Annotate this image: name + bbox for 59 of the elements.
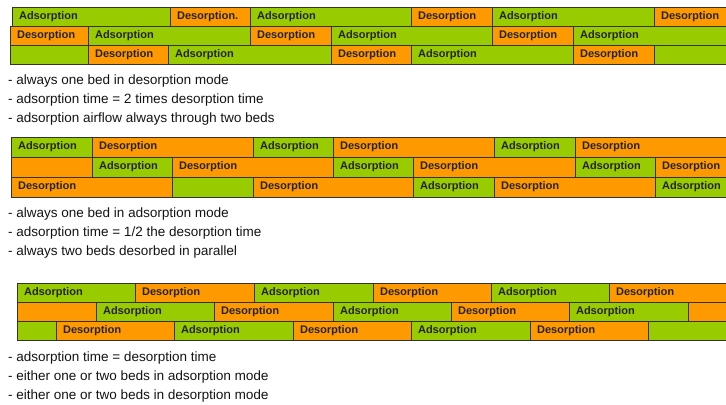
timeline-cell: Desorption [573,45,655,65]
timeline-cell: Adsorption [17,283,136,303]
timeline-cell: Desorption [492,26,574,46]
timeline-cell: Desorption [214,302,334,322]
timeline-cell: Desorption [411,7,493,27]
timeline-cell: Desorption [451,302,570,322]
timeline-cell: Adsorption [491,283,610,303]
timeline-cell: Adsorption [494,137,576,158]
timeline-cell: Desorption [494,177,656,198]
note-text: - always one bed in adsorption mode [8,205,229,220]
timeline-cell: Desorption [172,157,334,178]
timeline-cell: Desorption [253,177,414,198]
timeline-cell: Desorption [11,177,173,198]
timeline-cell: Adsorption [253,137,334,158]
timeline-cell: Desorption. [170,7,251,27]
timeline-cell: Adsorption [573,26,726,46]
timeline-cell: Adsorption [331,26,493,46]
note-text: - either one or two beds in adsorption mode [8,368,268,383]
note-text: - adsorption time = desorption time [8,349,216,364]
timeline-cell: Adsorption [569,302,689,322]
timeline-cell: Adsorption [174,321,294,341]
timeline-cell: Adsorption [254,283,374,303]
timeline-cell: Desorption [333,137,495,158]
timeline-cell: Adsorption [655,177,726,198]
note-text: - adsorption time = 2 times desorption time [8,91,264,106]
timeline-cell: Desorption [10,26,89,46]
timeline-cell: Adsorption [168,45,332,65]
timeline-cell: Adsorption [88,26,251,46]
timeline-cell: Adsorption [250,7,412,27]
timeline-cell: Desorption [530,321,649,341]
timeline-cell: Desorption [575,137,726,158]
timeline-cell: Desorption [92,137,254,158]
timeline-cell: Desorption [609,283,726,303]
timeline-cell: Adsorption [333,157,414,178]
timeline-cell: Adsorption [11,137,93,158]
timeline-cell: Adsorption [92,157,173,178]
timeline-cell: Desorption [655,157,726,178]
note-text: - always one bed in desorption mode [8,72,229,87]
timeline-cell: Adsorption [411,45,574,65]
timeline-cell: Adsorption [96,302,215,322]
timeline-cell: Desorption [135,283,255,303]
timeline-cell: Adsorption [575,157,656,178]
timeline-cell: Desorption [88,45,169,65]
timeline-cell: Desorption [250,26,332,46]
note-text: - adsorption time = 1/2 the desorption time [8,224,262,239]
timeline-cell: Desorption [373,283,492,303]
timeline-cell: Adsorption [411,321,531,341]
timeline-cell: Adsorption [333,302,452,322]
timeline-cell: Desorption [413,157,576,178]
timeline-cell: Adsorption [413,177,495,198]
timeline-cell: Desorption [56,321,175,341]
note-text: - either one or two beds in desorption mode [8,387,268,402]
timeline-cell: Adsorption [492,7,655,27]
timeline-cell: Desorption [293,321,412,341]
note-text: - adsorption airflow always through two beds [8,110,274,125]
timeline-cell: Adsorption [12,7,171,27]
timeline-cell: Desorption [331,45,412,65]
timeline-cell: Desorption [654,7,726,27]
note-text: - always two beds desorbed in parallel [8,243,237,258]
